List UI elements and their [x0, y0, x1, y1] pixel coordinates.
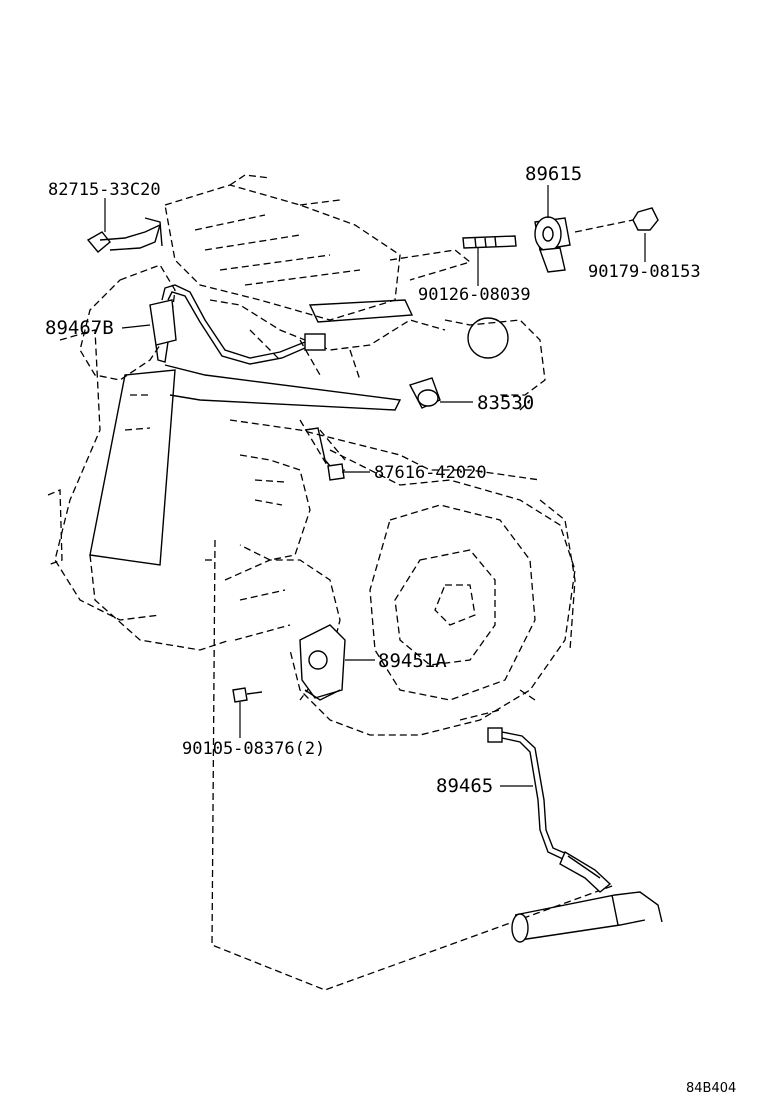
part-label-89465: 89465 — [436, 775, 493, 797]
part-label-83530: 83530 — [477, 392, 534, 414]
bolt-part — [232, 687, 263, 703]
neutral-start-switch-part — [299, 624, 346, 701]
nut-part — [574, 207, 659, 233]
oil-pressure-switch-part — [408, 377, 441, 409]
part-label-90179-08153: 90179-08153 — [588, 262, 701, 282]
upper-oxygen-sensor-part — [149, 284, 326, 365]
knock-sensor-part — [534, 216, 571, 273]
engine-illustration — [47, 174, 616, 991]
part-label-82715-33c20: 82715-33C20 — [48, 180, 161, 200]
leader-lines — [104, 185, 646, 787]
part-label-87616-42020: 87616-42020 — [374, 463, 487, 483]
part-label-90126-08039: 90126-08039 — [418, 285, 531, 305]
wire-clamp-part — [304, 427, 346, 481]
part-label-90105-08376: 90105-08376(2) — [182, 739, 325, 759]
lower-oxygen-sensor-part — [487, 727, 663, 943]
part-label-89451a: 89451A — [378, 650, 447, 672]
stud-bolt-part — [462, 235, 517, 249]
part-label-89615: 89615 — [525, 163, 582, 185]
diagram-code: 84B404 — [686, 1081, 736, 1096]
part-label-89467b: 89467B — [45, 317, 114, 339]
harness-clamp-part — [86, 217, 163, 253]
part-labels: 82715-33C20 89615 90179-08153 90126-0803… — [45, 163, 736, 1096]
